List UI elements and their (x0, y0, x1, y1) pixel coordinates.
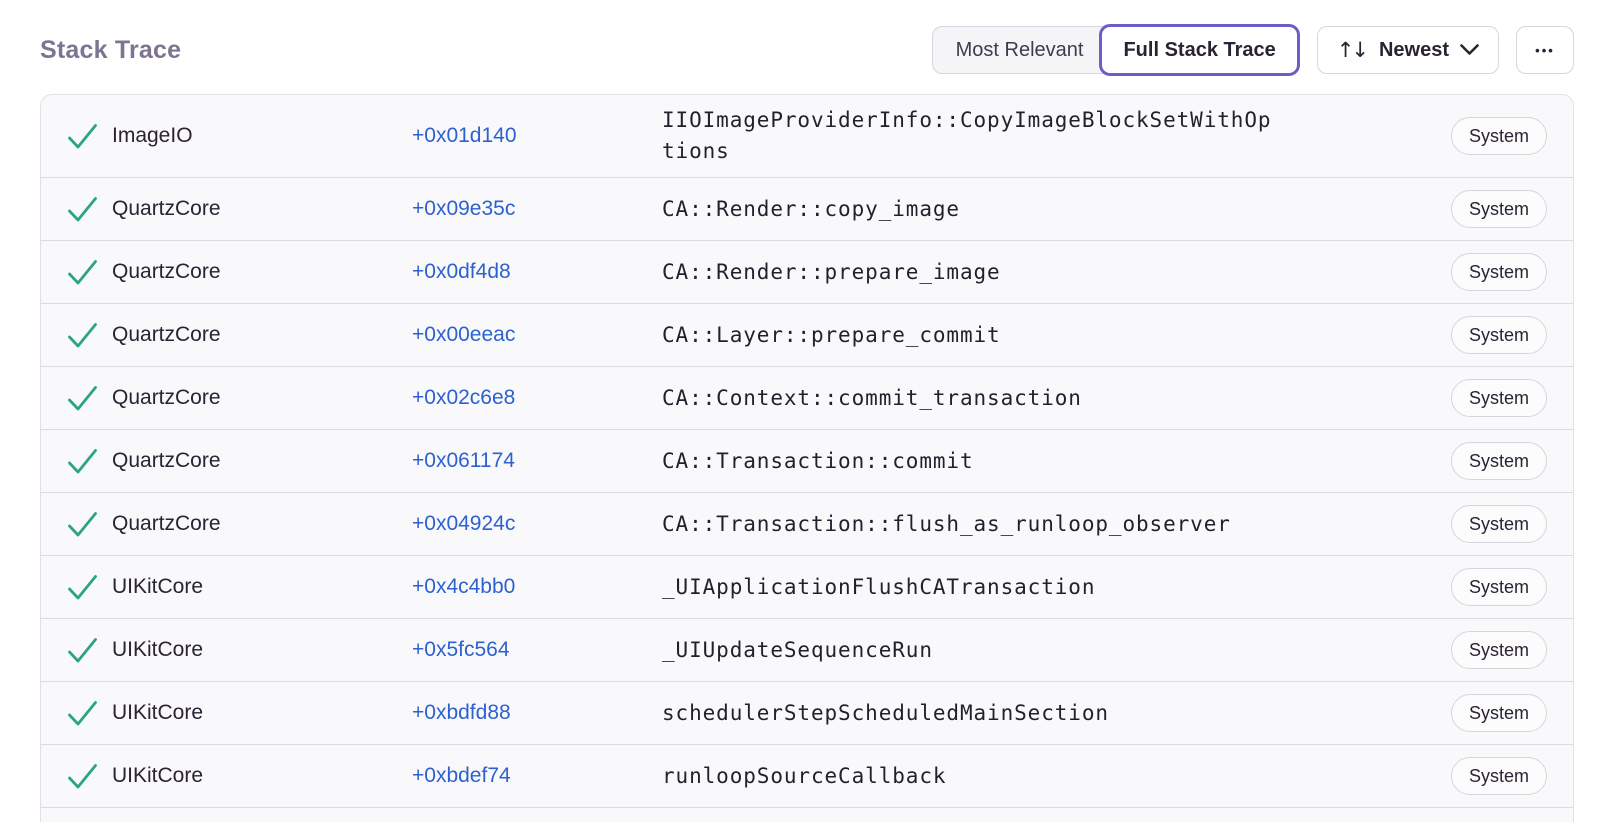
frame-module: QuartzCore (112, 323, 221, 346)
sort-newest-button[interactable]: ↑↓ Newest (1316, 26, 1499, 74)
frame-function: CA::Render::copy_image (662, 196, 960, 221)
ellipsis-icon: ••• (1535, 42, 1555, 58)
header-controls: Most Relevant Full Stack Trace ↑↓ Newest… (931, 24, 1574, 76)
frame-module: QuartzCore (112, 197, 221, 220)
frame-module: UIKitCore (112, 701, 204, 724)
stack-frame-row-partial (41, 807, 1573, 822)
frame-module: QuartzCore (112, 386, 221, 409)
frame-address-link[interactable]: +0x01d140 (412, 124, 517, 147)
system-badge: System (1450, 253, 1547, 291)
frame-address-link[interactable]: +0x09e35c (412, 197, 516, 220)
frame-function: schedulerStepScheduledMainSection (662, 700, 1109, 725)
chevron-down-icon (1460, 44, 1479, 56)
frame-function: CA::Render::prepare_image (662, 259, 1001, 284)
check-icon (67, 322, 99, 349)
frame-module: QuartzCore (112, 449, 221, 472)
view-toggle: Most Relevant Full Stack Trace (931, 24, 1300, 76)
check-icon (67, 511, 99, 538)
frame-function: _UIApplicationFlushCATransaction (662, 574, 1096, 599)
frame-function: _UIUpdateSequenceRun (662, 637, 933, 662)
stack-frame-row[interactable]: QuartzCore +0x02c6e8 CA::Context::commit… (41, 366, 1573, 429)
stack-frame-row[interactable]: QuartzCore +0x09e35c CA::Render::copy_im… (41, 177, 1573, 240)
frame-module: QuartzCore (112, 260, 221, 283)
check-icon (67, 196, 99, 223)
frame-module: UIKitCore (112, 575, 204, 598)
system-badge: System (1450, 117, 1547, 155)
frame-function: CA::Layer::prepare_commit (662, 322, 1001, 347)
frame-function: CA::Context::commit_transaction (662, 385, 1082, 410)
frame-module: UIKitCore (112, 638, 204, 661)
frame-function: CA::Transaction::commit (662, 448, 974, 473)
frame-address-link[interactable]: +0x02c6e8 (412, 386, 516, 409)
stack-trace-header: Stack Trace Most Relevant Full Stack Tra… (0, 0, 1614, 94)
frame-function: runloopSourceCallback (662, 763, 947, 788)
more-options-button[interactable]: ••• (1516, 26, 1574, 74)
frame-address-link[interactable]: +0x5fc564 (412, 638, 510, 661)
frame-function: CA::Transaction::flush_as_runloop_observ… (662, 511, 1231, 536)
frame-address-link[interactable]: +0x0df4d8 (412, 260, 511, 283)
stack-frame-row[interactable]: QuartzCore +0x061174 CA::Transaction::co… (41, 429, 1573, 492)
sort-arrows-icon: ↑↓ (1336, 38, 1369, 62)
system-badge: System (1450, 757, 1547, 795)
check-icon (67, 448, 99, 475)
frame-module: QuartzCore (112, 512, 221, 535)
frame-function: IIOImageProviderInfo::CopyImageBlockSetW… (662, 108, 1272, 163)
system-badge: System (1450, 568, 1547, 606)
stack-frame-row[interactable]: QuartzCore +0x00eeac CA::Layer::prepare_… (41, 303, 1573, 366)
stack-frame-row[interactable]: UIKitCore +0xbdfd88 schedulerStepSchedul… (41, 681, 1573, 744)
stack-frame-row[interactable]: QuartzCore +0x0df4d8 CA::Render::prepare… (41, 240, 1573, 303)
stack-frame-row[interactable]: QuartzCore +0x04924c CA::Transaction::fl… (41, 492, 1573, 555)
system-badge: System (1450, 190, 1547, 228)
system-badge: System (1450, 379, 1547, 417)
check-icon (67, 574, 99, 601)
system-badge: System (1450, 631, 1547, 669)
system-badge: System (1450, 505, 1547, 543)
page-title: Stack Trace (40, 35, 182, 64)
stack-trace-list: ImageIO +0x01d140 IIOImageProviderInfo::… (40, 94, 1574, 822)
stack-frame-row[interactable]: UIKitCore +0x4c4bb0 _UIApplicationFlushC… (41, 555, 1573, 618)
stack-frame-row[interactable]: ImageIO +0x01d140 IIOImageProviderInfo::… (41, 95, 1573, 177)
frame-address-link[interactable]: +0x00eeac (412, 323, 516, 346)
most-relevant-button[interactable]: Most Relevant (931, 26, 1108, 74)
frame-address-link[interactable]: +0x061174 (412, 449, 515, 472)
frame-address-link[interactable]: +0xbdef74 (412, 764, 511, 787)
frame-module: UIKitCore (112, 764, 204, 787)
frame-address-link[interactable]: +0xbdfd88 (412, 701, 511, 724)
system-badge: System (1450, 694, 1547, 732)
system-badge: System (1450, 316, 1547, 354)
check-icon (67, 385, 99, 412)
check-icon (67, 123, 99, 150)
stack-frame-row[interactable]: UIKitCore +0x5fc564 _UIUpdateSequenceRun… (41, 618, 1573, 681)
frame-module: ImageIO (112, 124, 193, 147)
full-stack-trace-button[interactable]: Full Stack Trace (1099, 24, 1300, 76)
sort-label: Newest (1378, 38, 1449, 61)
frame-address-link[interactable]: +0x04924c (412, 512, 516, 535)
check-icon (67, 763, 99, 790)
check-icon (67, 700, 99, 727)
check-icon (67, 259, 99, 286)
check-icon (67, 637, 99, 664)
stack-frame-row[interactable]: UIKitCore +0xbdef74 runloopSourceCallbac… (41, 744, 1573, 807)
frame-address-link[interactable]: +0x4c4bb0 (412, 575, 516, 598)
system-badge: System (1450, 442, 1547, 480)
